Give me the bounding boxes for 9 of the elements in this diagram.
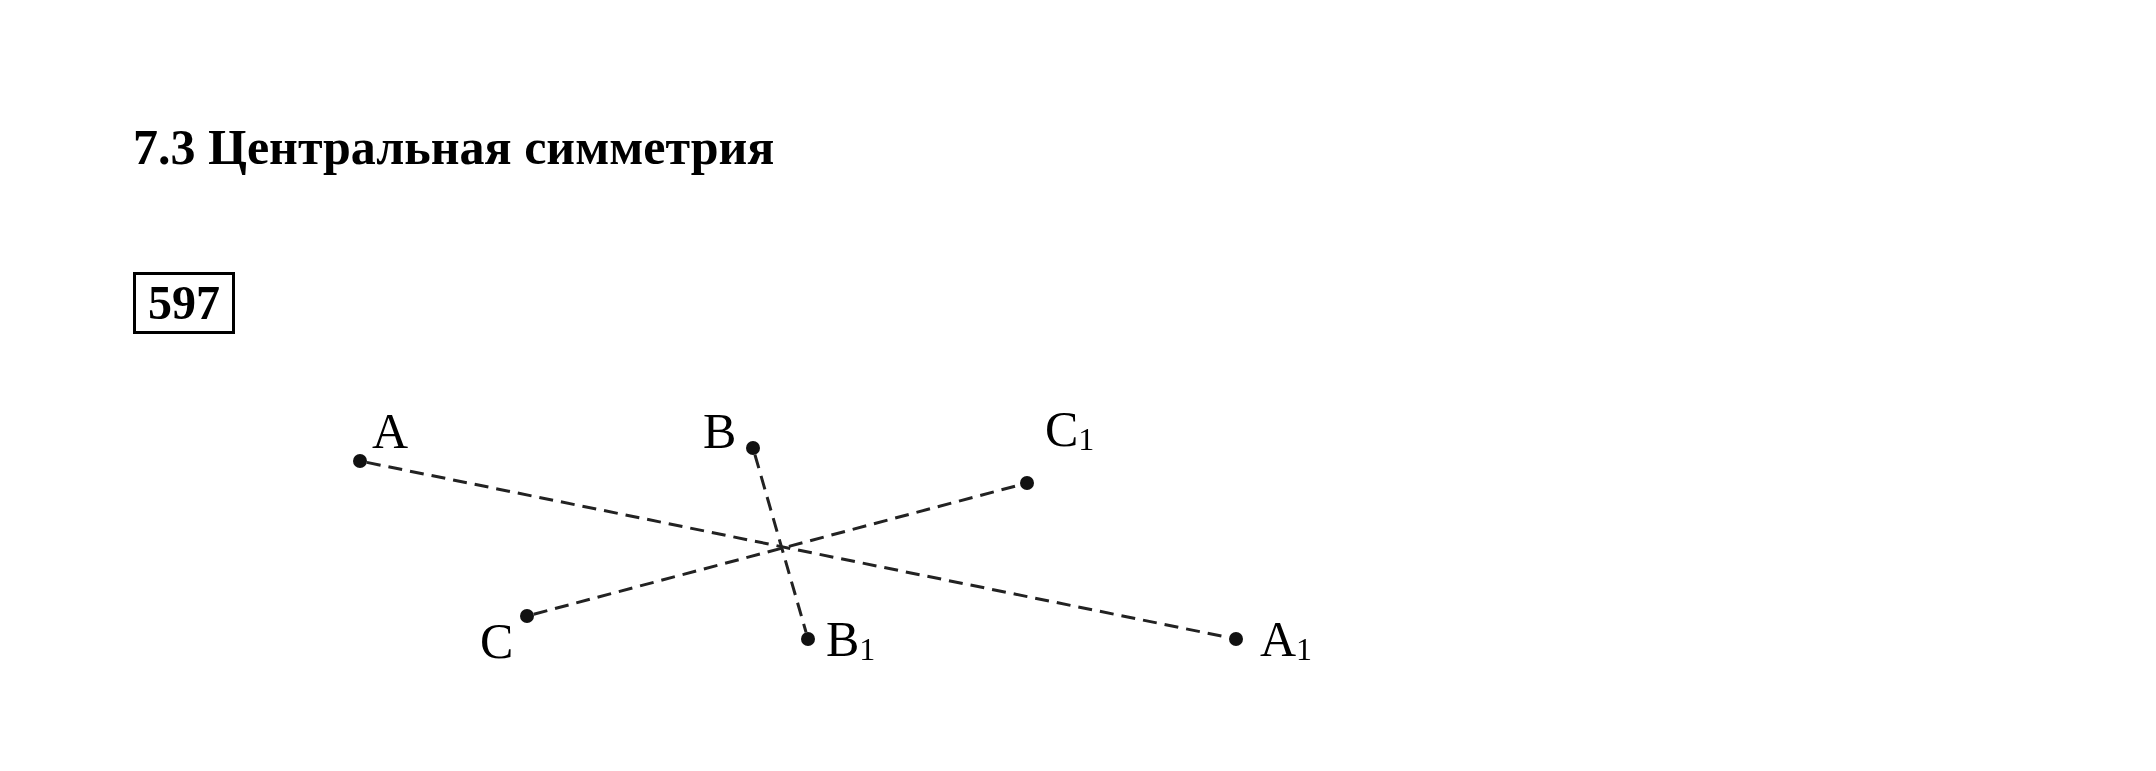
point-label: A	[372, 404, 409, 458]
dashed-line	[753, 454, 808, 633]
point-label: C$_{1}$	[1045, 402, 1095, 459]
point-label: B$_{1}$	[826, 612, 876, 669]
exercise-number: 597	[133, 272, 235, 334]
point-label: C	[480, 614, 514, 668]
section-heading: 7.3 Центральная симметрия	[133, 118, 775, 176]
point-label: A$_{1}$	[1260, 612, 1313, 669]
point-label: B	[703, 404, 737, 458]
